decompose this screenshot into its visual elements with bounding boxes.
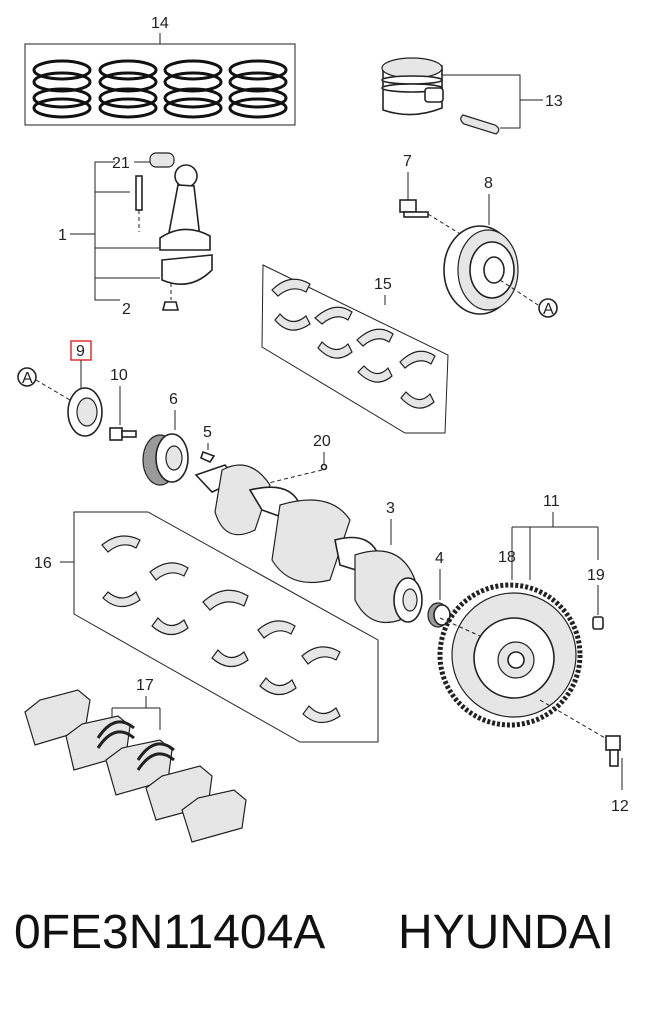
- key-5-group: 5: [200, 424, 216, 464]
- bearing-set-15: 15: [261, 264, 449, 434]
- pulley-group: 7 8 A: [399, 153, 558, 318]
- callout-14[interactable]: 14: [151, 15, 169, 32]
- callout-20[interactable]: 20: [313, 433, 331, 450]
- flywheel-group: 11 18 19 12: [437, 493, 629, 815]
- bolt-10-group: 10: [109, 367, 137, 441]
- callout-3[interactable]: 3: [386, 500, 395, 517]
- bearing-set-16: 16: [34, 511, 379, 743]
- callout-13[interactable]: 13: [545, 93, 563, 110]
- callout-19[interactable]: 19: [587, 567, 605, 584]
- callout-1[interactable]: 1: [58, 227, 67, 244]
- caption-bar: 0FE3N11404A HYUNDAI: [0, 905, 647, 975]
- crankshaft-3-group: 3: [194, 464, 423, 624]
- sprocket-6-group: 6: [142, 391, 189, 486]
- piston-group: 13: [381, 57, 563, 135]
- callout-18[interactable]: 18: [498, 549, 516, 566]
- bearing-caps-17-group: 17: [24, 677, 247, 843]
- connecting-rod-group: 21 1 2: [58, 152, 213, 318]
- callout-16[interactable]: 16: [34, 555, 52, 572]
- callout-5[interactable]: 5: [203, 424, 212, 441]
- callout-7[interactable]: 7: [403, 153, 412, 170]
- plate-9-group: 9 A: [17, 340, 103, 437]
- callout-8[interactable]: 8: [484, 175, 493, 192]
- ring-set: [32, 59, 288, 119]
- ref-marker-a-lower: A: [22, 370, 33, 387]
- callout-17[interactable]: 17: [136, 677, 154, 694]
- callout-21[interactable]: 21: [112, 155, 130, 172]
- pin-20-group: 20: [259, 433, 331, 486]
- callout-4[interactable]: 4: [435, 550, 444, 567]
- callout-6[interactable]: 6: [169, 391, 178, 408]
- piston-rings-group: 14: [24, 15, 296, 126]
- callout-11[interactable]: 11: [543, 493, 560, 510]
- callout-10[interactable]: 10: [110, 367, 128, 384]
- brand-name: HYUNDAI: [398, 906, 615, 959]
- callout-12[interactable]: 12: [611, 798, 629, 815]
- callout-9[interactable]: 9: [76, 343, 85, 360]
- callout-15[interactable]: 15: [374, 276, 392, 293]
- bearing-4-group: 4: [427, 550, 451, 628]
- parts-diagram: 14 13 21 1 2 7: [17, 15, 629, 843]
- callout-2[interactable]: 2: [122, 301, 131, 318]
- part-number: 0FE3N11404A: [14, 906, 326, 959]
- ref-marker-a-upper: A: [543, 301, 554, 318]
